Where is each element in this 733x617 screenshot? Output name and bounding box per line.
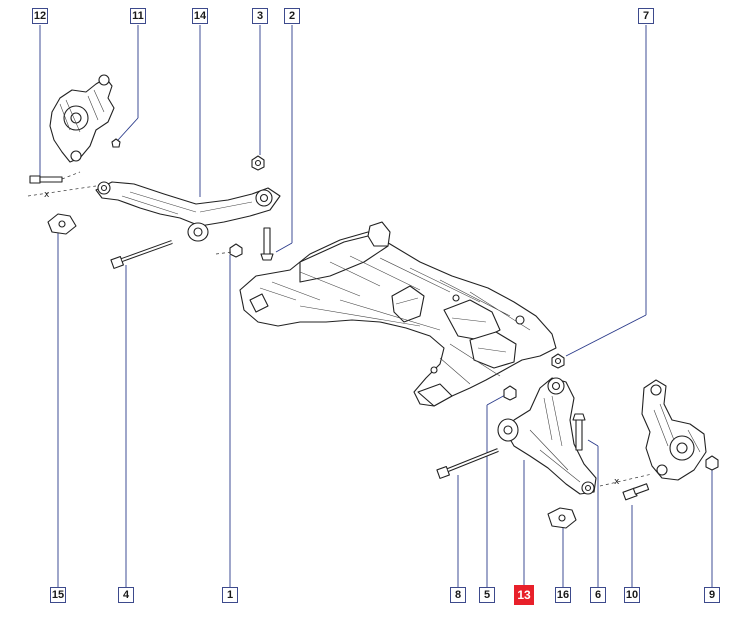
callout-10[interactable]: 10 — [624, 587, 640, 603]
leader-lines — [39, 25, 713, 588]
right-small-nut — [503, 385, 517, 401]
right-vertical-bolt — [572, 413, 586, 451]
left-knuckle-bolt — [29, 171, 81, 184]
right-lower-control-arm — [497, 377, 597, 495]
callout-13-highlighted[interactable]: 13 — [514, 585, 534, 605]
right-washer-plate — [547, 507, 577, 529]
x-mark-right: x — [614, 477, 620, 487]
callout-2[interactable]: 2 — [284, 8, 300, 24]
right-upper-nut — [551, 353, 565, 369]
callout-15[interactable]: 15 — [50, 587, 66, 603]
callout-1[interactable]: 1 — [222, 587, 238, 603]
callout-6[interactable]: 6 — [590, 587, 606, 603]
callout-7[interactable]: 7 — [638, 8, 654, 24]
front-subframe — [239, 221, 557, 407]
callout-11[interactable]: 11 — [130, 8, 146, 24]
callout-5[interactable]: 5 — [479, 587, 495, 603]
callout-3[interactable]: 3 — [252, 8, 268, 24]
small-left-nut — [215, 243, 243, 258]
left-knuckle-nut — [111, 138, 121, 148]
subframe-mount-top — [367, 221, 391, 247]
left-knuckle — [49, 74, 121, 163]
upper-nut — [251, 155, 265, 171]
callout-9[interactable]: 9 — [704, 587, 720, 603]
x-mark-left: x — [44, 190, 50, 200]
callout-8[interactable]: 8 — [450, 587, 466, 603]
callout-14[interactable]: 14 — [192, 8, 208, 24]
left-washer-plate — [47, 213, 77, 235]
callout-12[interactable]: 12 — [32, 8, 48, 24]
right-long-bolt — [436, 448, 499, 479]
left-lower-control-arm — [95, 181, 281, 242]
right-knuckle-bolt — [599, 473, 653, 501]
vertical-bolt — [260, 227, 274, 261]
callout-16[interactable]: 16 — [555, 587, 571, 603]
left-long-bolt — [110, 240, 173, 269]
right-knuckle-nut — [705, 455, 719, 471]
right-knuckle — [641, 379, 707, 481]
callout-4[interactable]: 4 — [118, 587, 134, 603]
